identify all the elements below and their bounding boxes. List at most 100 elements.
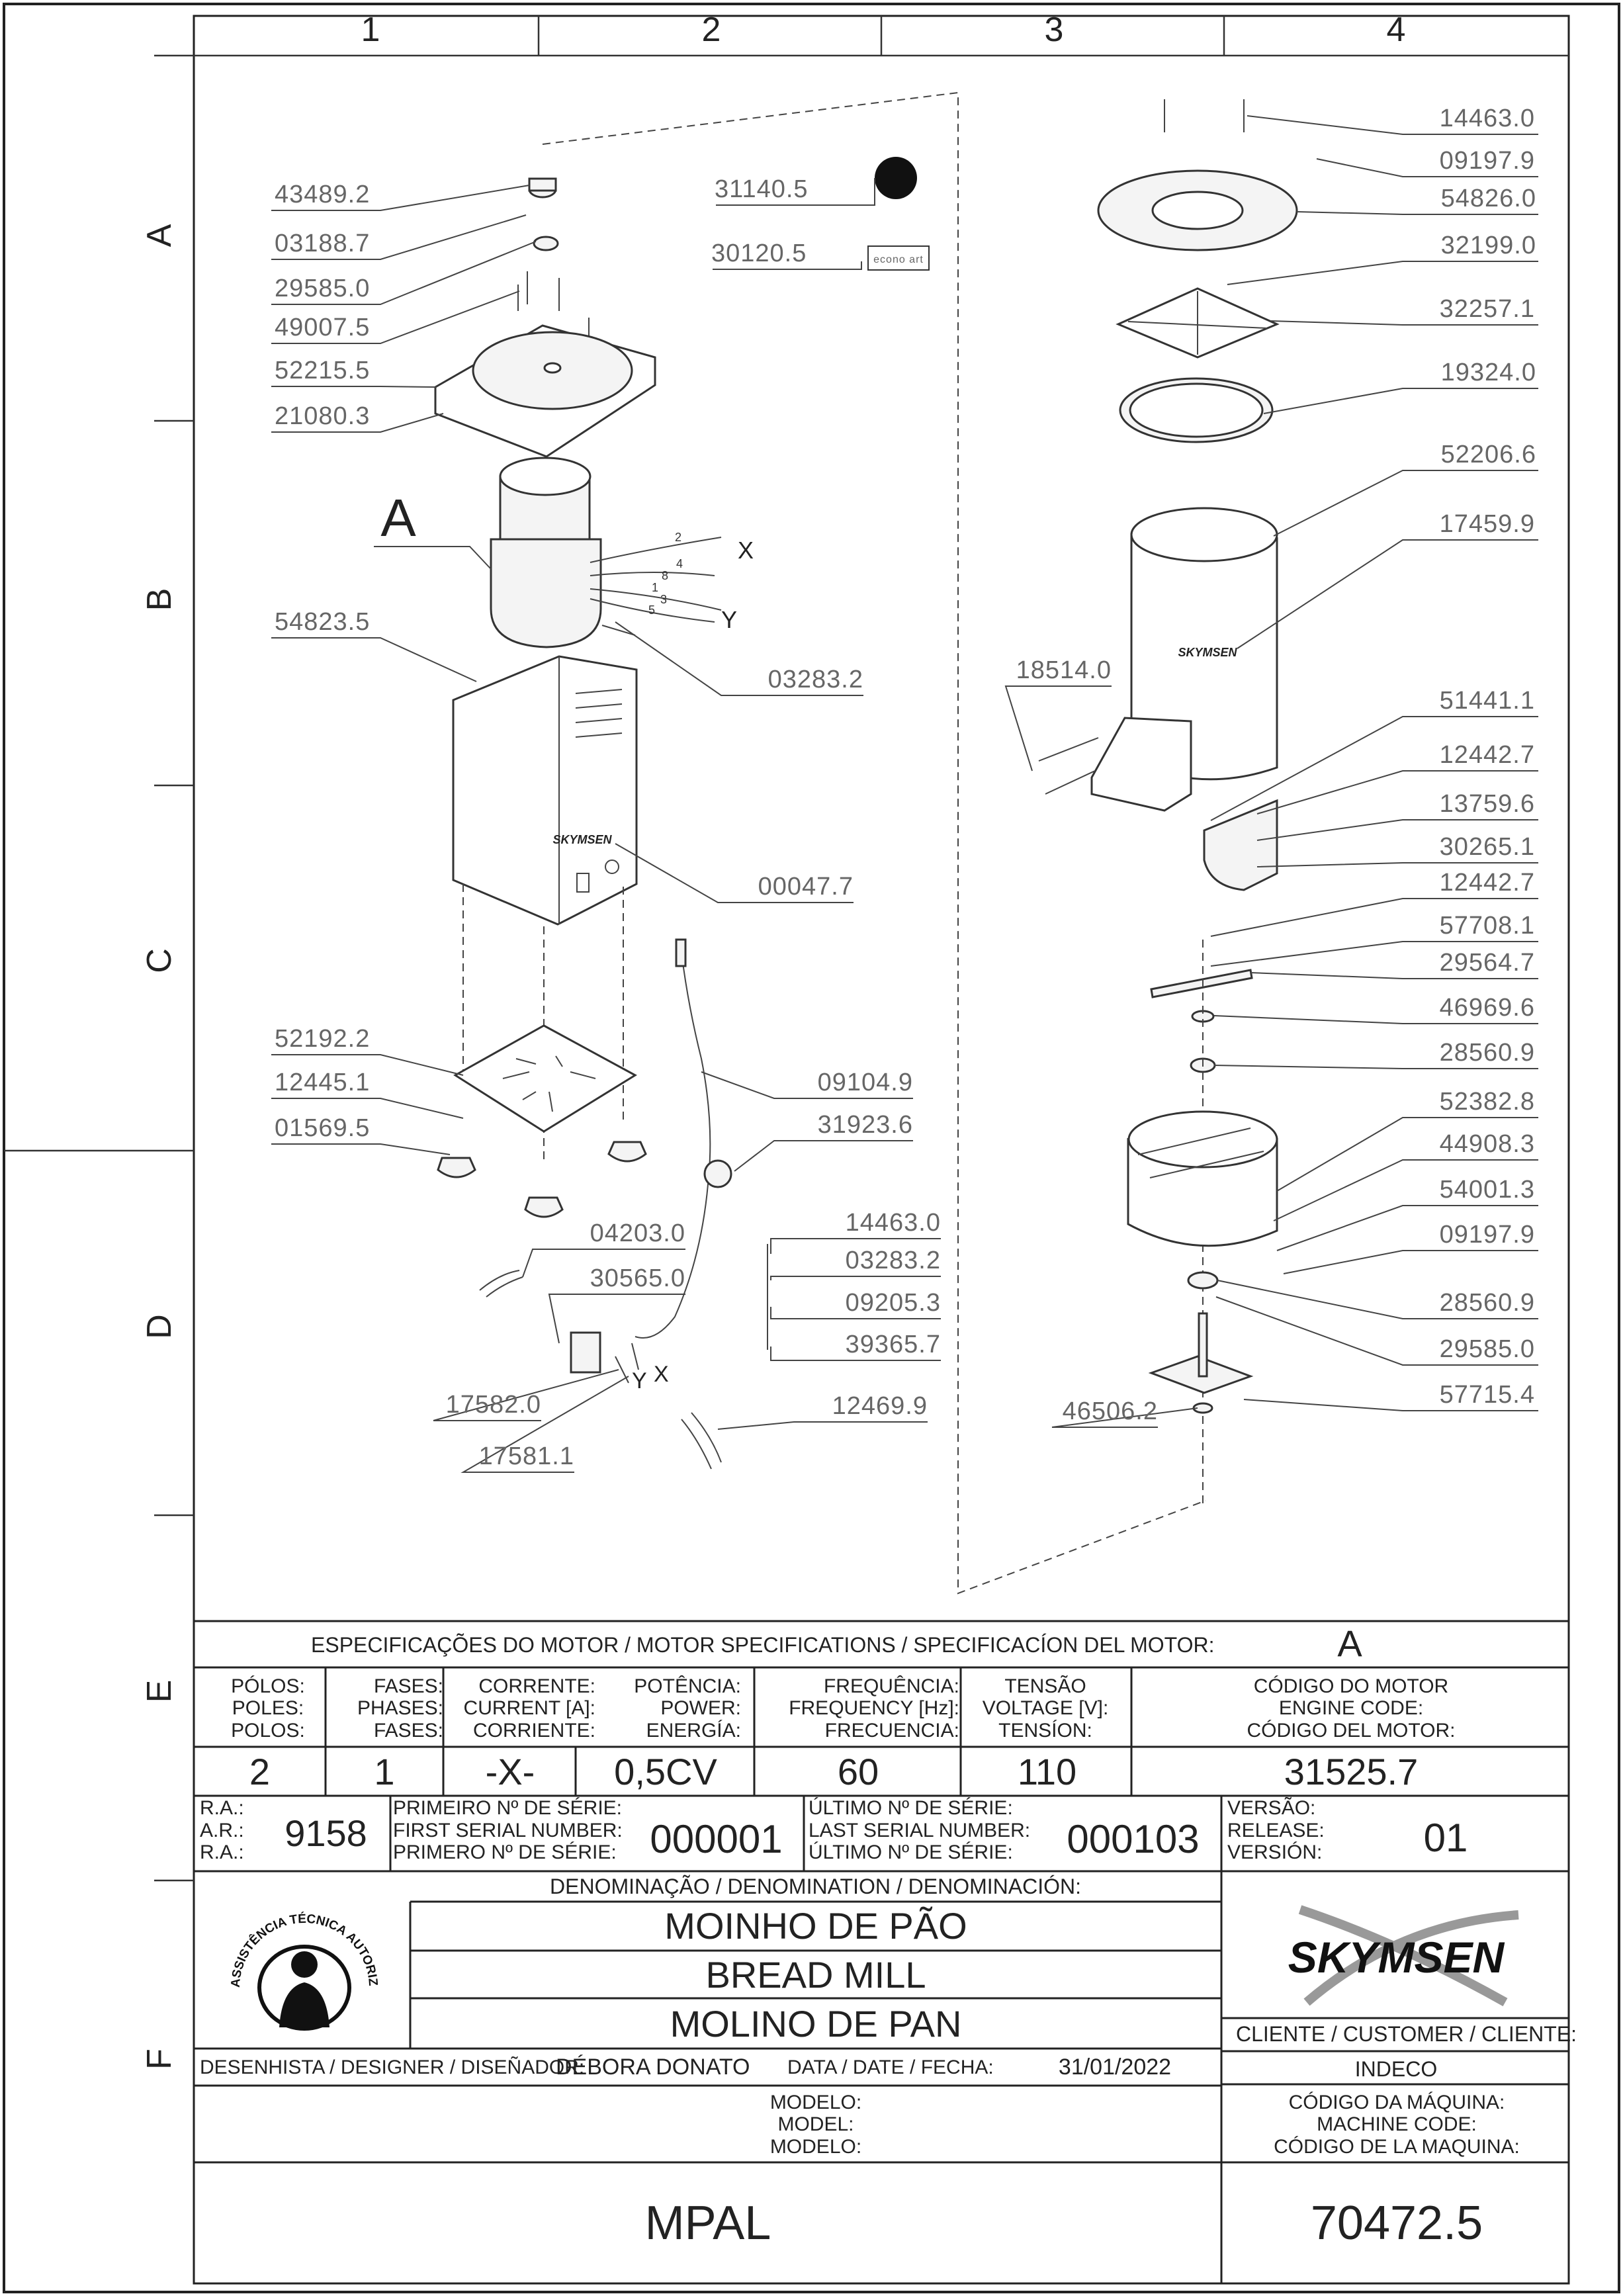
spec-header-frequency: FREQUÊNCIA:FREQUENCY [Hz]:FRECUENCIA:: [789, 1675, 959, 1742]
right-part-number-4: 32199.0: [1441, 232, 1536, 259]
right-part-number-20: 44908.3: [1440, 1130, 1535, 1158]
right-leader-8: [1237, 539, 1538, 649]
right-leader-5: [1270, 320, 1538, 326]
date-value: 31/01/2022: [1058, 2054, 1172, 2080]
last-serial-labels: ÚLTIMO Nº DE SÉRIE:LAST SERIAL NUMBER:ÚL…: [809, 1797, 1031, 1864]
left-part-number-21: 17582.0: [446, 1391, 541, 1419]
grid-col-3: 3: [1045, 11, 1064, 49]
designer-value: DÉBORA DONATO: [556, 2054, 750, 2080]
right-leader-3: [1296, 211, 1538, 215]
switch-wire-x: X: [654, 1362, 669, 1387]
right-part-number-1: 14463.0: [1440, 105, 1535, 132]
left-part-number-4: 49007.5: [275, 314, 370, 341]
svg-text:8: 8: [662, 569, 668, 582]
machine-code-value: 70472.5: [1310, 2197, 1483, 2250]
right-part-number-23: 28560.9: [1440, 1289, 1535, 1317]
cylinder-logo: SKYMSEN: [1178, 646, 1237, 659]
left-part-number-9: 00047.7: [758, 873, 854, 901]
right-part-number-24: 29585.0: [1440, 1335, 1535, 1363]
svg-text:4: 4: [676, 557, 683, 570]
grid-col-1: 1: [361, 11, 380, 49]
right-part-number-16: 29564.7: [1440, 949, 1535, 977]
right-leader-1: [1247, 115, 1538, 135]
wire-numbers: 2 4 8 1 3 5: [648, 531, 683, 617]
spec-header-phases: FASES:PHASES:FASES:: [357, 1675, 443, 1742]
right-part-number-8: 17459.9: [1440, 510, 1535, 538]
ra-labels: R.A.:A.R.:R.A.:: [200, 1797, 244, 1864]
left-leader-21: [433, 1369, 619, 1421]
misc-part-number-1: 31140.5: [715, 175, 809, 203]
motor-spec-title: ESPECIFICAÇÕES DO MOTOR / MOTOR SPECIFIC…: [311, 1632, 1215, 1657]
right-leader-21: [1276, 1205, 1538, 1251]
spec-header-current: CORRENTE:CURRENT [A]:CORRIENTE:: [463, 1675, 595, 1742]
left-leader-12: [271, 1143, 451, 1155]
spec-header-power: POTÊNCIA:POWER:ENERGÍA:: [634, 1675, 741, 1742]
svg-text:2: 2: [675, 531, 681, 544]
right-part-number-19: 52382.8: [1440, 1088, 1535, 1116]
right-part-number-11: 12442.7: [1440, 741, 1535, 769]
grid-row-a: A: [140, 224, 179, 247]
switch-wire-y: Y: [632, 1368, 647, 1393]
left-leader-2: [271, 214, 527, 260]
date-label: DATA / DATE / FECHA:: [787, 2056, 994, 2078]
spec-value-phases: 1: [374, 1750, 395, 1792]
svg-text:1: 1: [652, 581, 658, 594]
spec-value-voltage: 110: [1017, 1750, 1077, 1792]
last-serial-value: 000103: [1067, 1816, 1200, 1861]
machine-name-es: MOLINO DE PAN: [670, 2002, 962, 2045]
right-part-number-15: 57708.1: [1440, 912, 1535, 940]
first-serial-value: 000001: [650, 1816, 783, 1861]
left-leader-3: [271, 241, 537, 305]
right-part-number-14: 12442.7: [1440, 869, 1535, 897]
right-leader-12: [1256, 819, 1538, 841]
right-leader-26: [1051, 1407, 1198, 1428]
left-leader-15: [522, 1249, 685, 1278]
version-labels: VERSÃO:RELEASE:VERSIÓN:: [1227, 1797, 1325, 1864]
left-leader-8: [615, 621, 863, 696]
right-leader-14: [1210, 898, 1538, 937]
right-leader-17: [1213, 1015, 1538, 1024]
right-leader-22: [1283, 1250, 1538, 1274]
left-part-number-5: 52215.5: [275, 357, 370, 384]
machine-code-labels: CÓDIGO DA MÁQUINA:MACHINE CODE:CÓDIGO DE…: [1274, 2091, 1520, 2158]
left-part-number-16: 30565.0: [590, 1264, 685, 1292]
left-leader-6: [271, 413, 444, 433]
left-leader-7: [271, 637, 477, 682]
spec-value-power: 0,5CV: [614, 1750, 717, 1792]
right-leader-18: [1213, 1065, 1538, 1069]
model-labels: MODELO:MODEL:MODELO:: [769, 2091, 862, 2158]
grid-row-f: F: [140, 2049, 179, 2070]
black-dot-part: [875, 157, 917, 199]
grid-row-b: B: [140, 588, 179, 611]
ra-value: 9158: [285, 1812, 367, 1854]
right-leader-16: [1250, 972, 1538, 979]
grid-col-2: 2: [702, 11, 721, 49]
right-leader-19: [1276, 1117, 1538, 1192]
left-assembly: [434, 177, 768, 1470]
left-part-number-7: 54823.5: [275, 608, 370, 636]
left-part-number-8: 03283.2: [768, 666, 863, 693]
right-part-number-25: 57715.4: [1440, 1381, 1535, 1409]
spec-value-engine-code: 31525.7: [1284, 1750, 1419, 1792]
left-leader-9: [615, 843, 854, 903]
left-leader-4: [271, 290, 520, 344]
version-value: 01: [1423, 1816, 1468, 1860]
left-leader-5: [271, 386, 437, 388]
svg-text:3: 3: [660, 593, 667, 606]
left-leader-23: [717, 1421, 928, 1430]
left-part-number-22: 17581.1: [479, 1442, 574, 1470]
right-part-number-9: 18514.0: [1016, 656, 1112, 684]
right-part-number-17: 46969.6: [1440, 994, 1535, 1022]
right-leader-11: [1256, 770, 1538, 815]
designer-label: DESENHISTA / DESIGNER / DISEÑADOR:: [200, 2056, 585, 2078]
right-leader-9: [1004, 685, 1112, 772]
right-part-number-26: 46506.2: [1063, 1397, 1158, 1425]
left-part-number-17: 14463.0: [846, 1209, 941, 1237]
right-part-number-2: 09197.9: [1440, 147, 1535, 175]
spec-value-poles: 2: [249, 1750, 271, 1792]
right-leader-13: [1256, 862, 1538, 867]
econo-label-part: [867, 245, 930, 271]
grid-col-4: 4: [1387, 11, 1406, 49]
